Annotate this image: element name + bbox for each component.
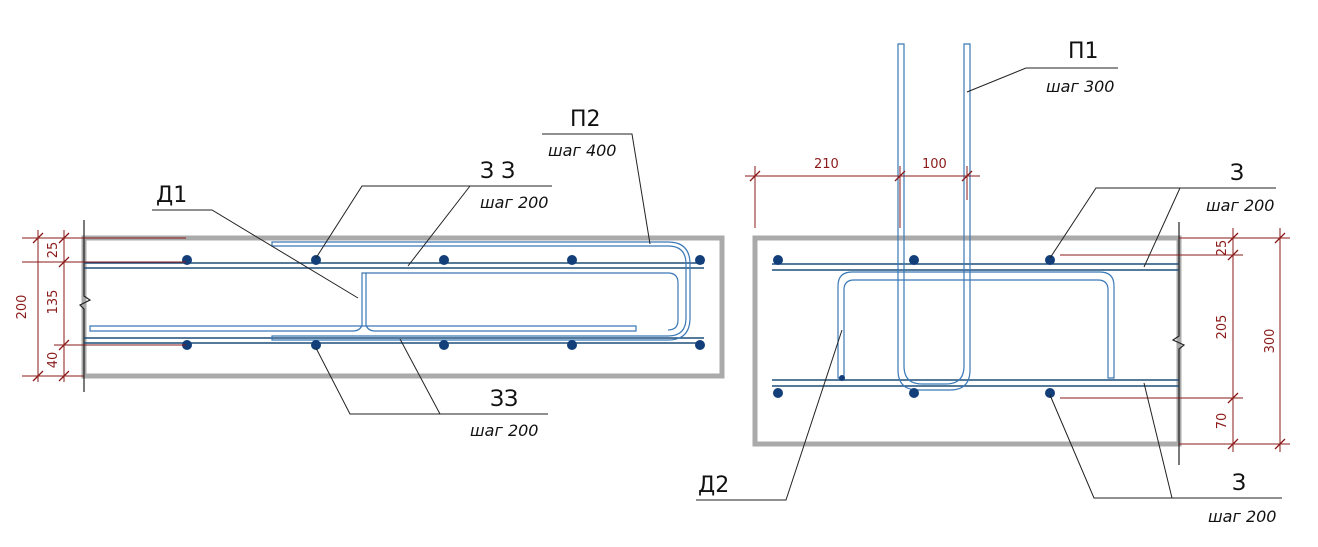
left-rod (182, 255, 192, 265)
right-break-line (1171, 222, 1186, 465)
step-z-bottom-left: шаг 200 (470, 421, 538, 440)
right-side-dim-lines (1060, 228, 1290, 452)
left-inner-loop (366, 272, 679, 331)
label-p2: П2 (570, 107, 601, 132)
right-dim-bottom: 70 (1215, 413, 1230, 430)
left-break-line (78, 220, 92, 392)
right-leader-z-bottom (1049, 382, 1282, 499)
step-z-top-right: шаг 200 (1206, 196, 1274, 215)
right-d2-ubar (837, 271, 1115, 379)
left-dim-bottom: 40 (46, 352, 61, 369)
left-dim-lines (22, 230, 186, 382)
right-dim-top: 25 (1215, 240, 1230, 257)
left-rod (311, 255, 321, 265)
left-section: 200 25 135 40 П2 шаг 400 З З шаг 200 Д1 … (15, 107, 725, 440)
label-z-top-left: З З (480, 159, 515, 184)
left-p2-ubar (271, 241, 691, 341)
left-leader-z-top (315, 185, 552, 267)
left-dim-ticks (32, 232, 70, 382)
left-rod (311, 340, 321, 350)
step-z-bottom-right: шаг 200 (1208, 507, 1276, 526)
label-d1: Д1 (156, 183, 187, 208)
right-section: 210 100 25 205 70 300 П1 шаг 300 З шаг 2… (696, 39, 1290, 526)
label-d2: Д2 (698, 473, 729, 498)
right-dim-b: 100 (922, 157, 947, 172)
right-top-dim-ticks (749, 170, 973, 182)
right-top-bar (772, 263, 1179, 271)
left-slab-outline (81, 235, 725, 379)
right-p1-ubar (897, 43, 971, 391)
right-rod (1045, 388, 1055, 398)
left-rod (567, 340, 577, 350)
label-z-bottom-right: З (1232, 471, 1246, 496)
right-rod (839, 375, 845, 381)
left-rod (695, 340, 705, 350)
right-dim-total: 300 (1263, 329, 1278, 354)
right-leader-d2 (696, 329, 843, 501)
right-side-dim-ticks (1227, 232, 1286, 450)
left-rod (439, 255, 449, 265)
left-rod (695, 255, 705, 265)
left-leader-d1 (152, 209, 359, 299)
left-top-bar (84, 262, 704, 269)
right-rod (909, 388, 919, 398)
step-p1: шаг 300 (1046, 77, 1114, 96)
left-leader-z-bottom (315, 338, 548, 415)
label-p1: П1 (1068, 39, 1099, 64)
right-slab-outline (752, 235, 1182, 447)
left-dim-middle: 135 (46, 290, 61, 315)
left-dim-top: 25 (46, 242, 61, 259)
right-rod (773, 255, 783, 265)
step-p2: шаг 400 (548, 141, 616, 160)
left-rod (182, 340, 192, 350)
left-d1-bar (89, 272, 637, 332)
step-z-top-left: шаг 200 (480, 193, 548, 212)
right-rod (1045, 255, 1055, 265)
right-bottom-bar (772, 379, 1179, 387)
right-leader-p1 (966, 67, 1118, 93)
right-dim-middle: 205 (1215, 315, 1230, 340)
label-z-bottom-left: ЗЗ (490, 387, 518, 412)
left-rod (567, 255, 577, 265)
left-dim-total: 200 (15, 295, 30, 320)
right-dim-a: 210 (814, 157, 839, 172)
right-rod (773, 388, 783, 398)
left-rod (439, 340, 449, 350)
left-leader-p2 (542, 133, 651, 245)
right-rod (909, 255, 919, 265)
right-top-dim-lines (745, 166, 980, 228)
right-leader-z-top (1049, 187, 1276, 268)
label-z-top-right: З (1230, 161, 1244, 186)
